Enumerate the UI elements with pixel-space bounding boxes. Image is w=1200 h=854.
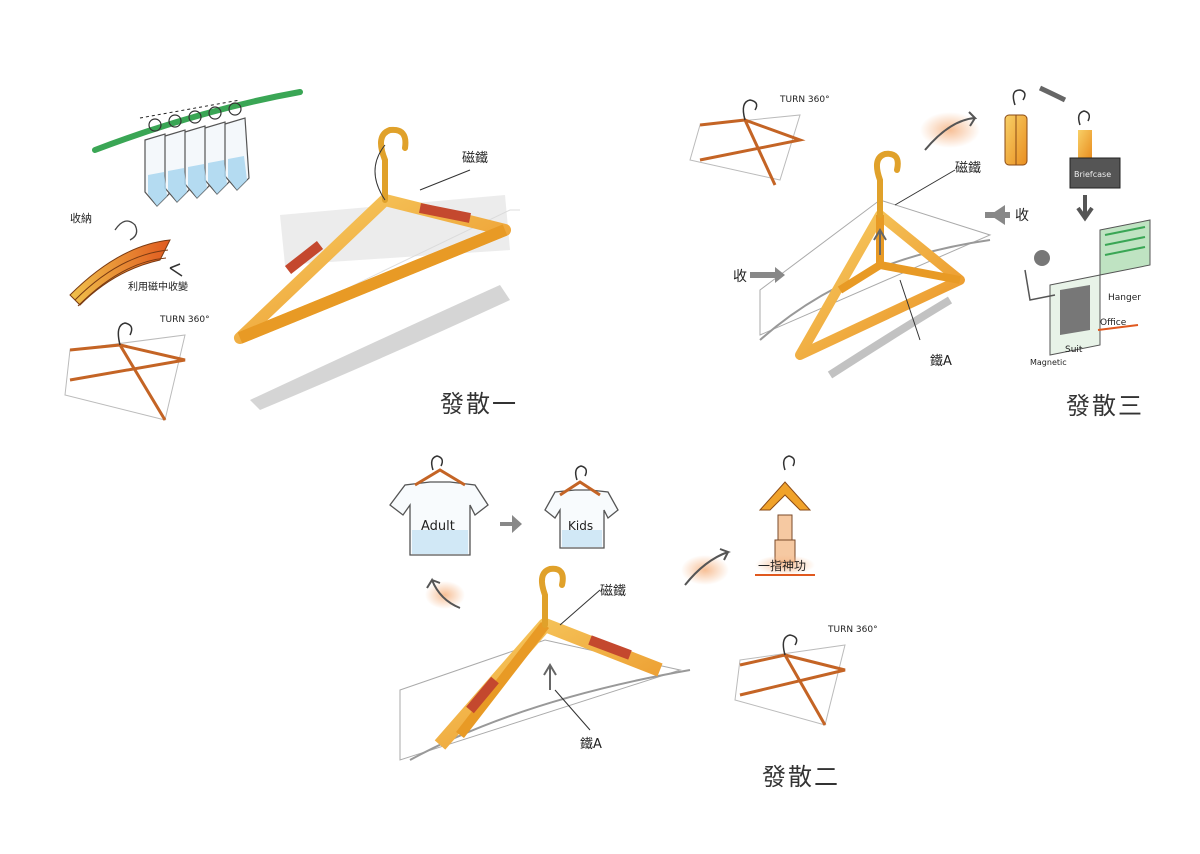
kids-shirt: Kids <box>544 465 619 549</box>
adult-shirt: Adult <box>389 455 489 556</box>
variant-one-group: 收納 利用磁中收變 TURN 360° 磁鐵 <box>64 89 520 421</box>
caption-variant-two: 發散二 <box>762 763 840 791</box>
bend-note-label: 利用磁中收變 <box>128 280 188 293</box>
suit-label: Suit <box>1065 345 1083 355</box>
turn-hanger-3: TURN 360° <box>734 625 878 726</box>
briefcase: Briefcase <box>1069 110 1121 222</box>
turn-label-1: TURN 360° <box>159 315 210 325</box>
one-finger-hanger: 一指神功 <box>755 455 815 576</box>
iron-label-b: 鐵A <box>580 736 602 752</box>
variant-two-group: Adult Kids 一指神功 <box>389 455 878 761</box>
main-hanger-one: 磁鐵 <box>234 126 520 410</box>
magnet-label-1: 磁鐵 <box>462 150 488 166</box>
collect-label: 收 <box>1015 208 1029 224</box>
folded-hanger <box>1004 89 1028 166</box>
turn-hanger-1: TURN 360° <box>64 315 210 421</box>
stacked-hangers: 收納 利用磁中收變 <box>69 211 188 307</box>
office-scene: Hanger Office Suit Magnetic <box>1024 219 1151 367</box>
release-label: 收 <box>733 269 747 285</box>
adult-label: Adult <box>421 519 455 534</box>
office-label: Office <box>1100 318 1127 328</box>
turn-label-2: TURN 360° <box>779 95 830 105</box>
caption-variant-one: 發散一 <box>440 390 518 418</box>
kids-label: Kids <box>568 519 593 533</box>
briefcase-label: Briefcase <box>1074 170 1111 179</box>
magnet-label-2: 磁鐵 <box>600 583 626 599</box>
hanger-label: Hanger <box>1108 293 1141 303</box>
collect-rotate-label: 收納 <box>70 211 92 225</box>
variant-three-group: TURN 360° 收 Briefcase <box>689 85 1151 379</box>
turn-label-3: TURN 360° <box>827 625 878 635</box>
turn-hanger-2: TURN 360° <box>689 95 830 186</box>
one-touch-label: 一指神功 <box>758 558 806 573</box>
caption-variant-three: 發散三 <box>1066 392 1144 420</box>
main-hanger-two: 磁鐵 鐵A <box>399 565 691 761</box>
iron-label-a: 鐵A <box>930 353 952 369</box>
magnet-label-3: 磁鐵 <box>955 160 981 176</box>
rail-with-shirts <box>92 89 303 207</box>
magnetic-label: Magnetic <box>1030 358 1067 367</box>
main-hanger-three: 磁鐵 鐵A 收 <box>733 150 992 379</box>
